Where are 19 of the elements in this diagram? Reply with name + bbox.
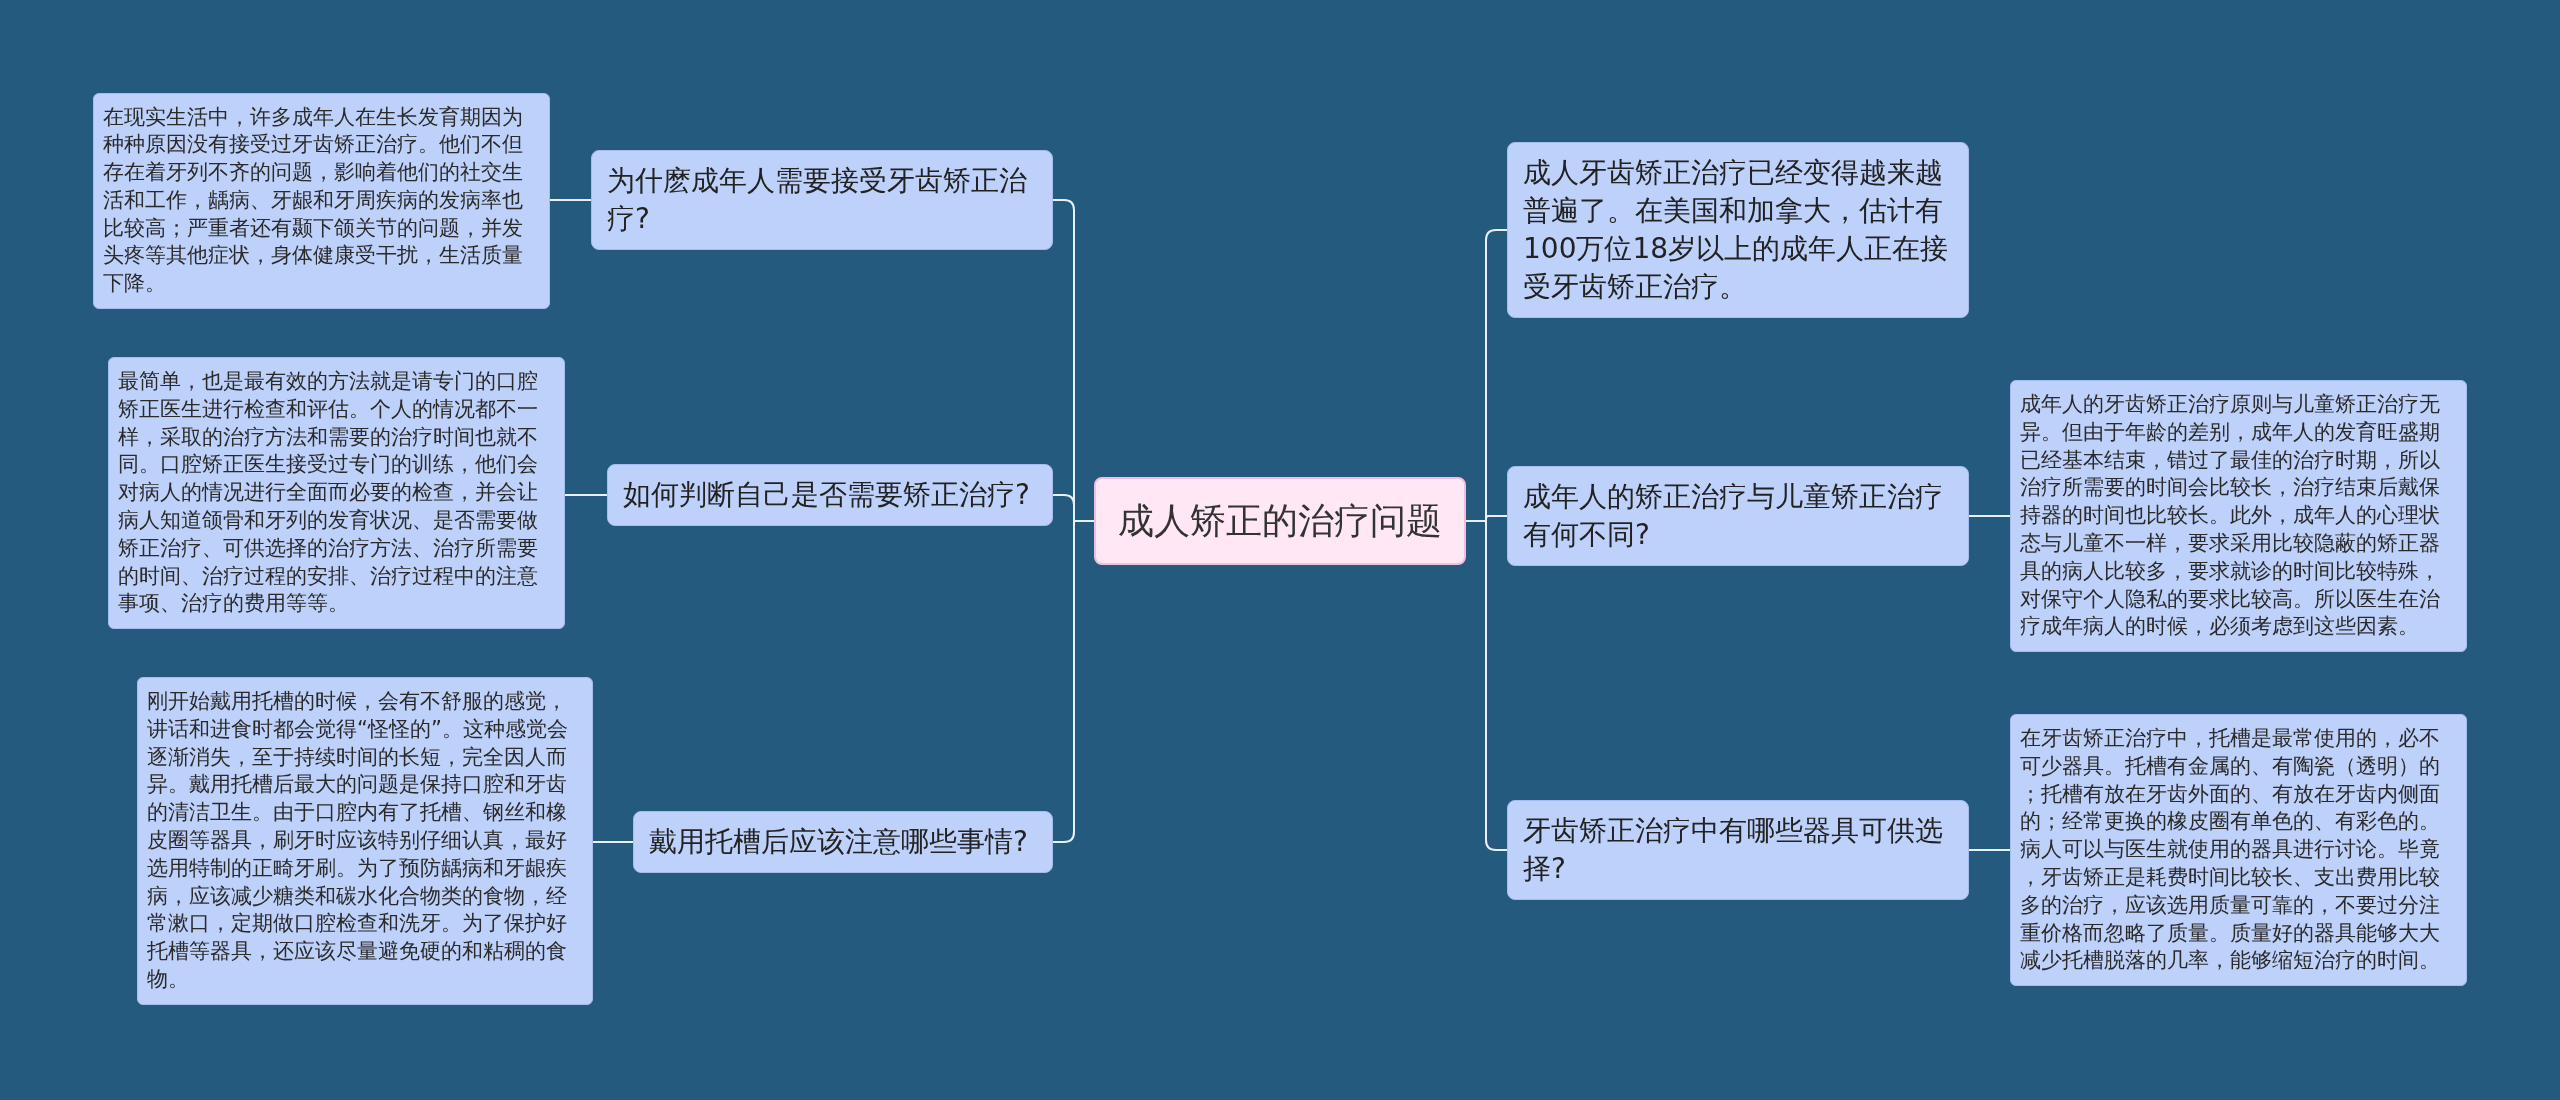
topic-box: 戴用托槽后应该注意哪些事情? [633, 811, 1053, 873]
note-box: 刚开始戴用托槽的时候，会有不舒服的感觉，讲话和进食时都会觉得“怪怪的”。这种感觉会逐渐消失，至于持续时间的长短，完全因人而异。戴用托槽后最大的问题是保持口腔和牙齿的清洁卫生。由于口腔内有了托槽、钢丝和橡皮圈等器具，刷牙时应该特别仔细认真，最好选用特制的正畸牙刷。为了预防龋病和牙龈疾病，应该减少糖类和碳水化合物类的食物，经常漱口，定期做口腔检查和洗牙。为了保护好托槽等器具，还应该尽量避免硬的和粘稠的食物。 [137, 677, 593, 1005]
connector-line [1968, 849, 2011, 851]
topic-box: 成人牙齿矫正治疗已经变得越来越普遍了。在美国和加拿大，估计有100万位18岁以上的成年人正在接受牙齿矫正治疗。 [1507, 142, 1969, 318]
topic-box: 为什麽成年人需要接受牙齿矫正治疗? [591, 150, 1053, 250]
note-box: 在牙齿矫正治疗中，托槽是最常使用的，必不可少器具。托槽有金属的、有陶瓷（透明）的；托槽有放在牙齿外面的、有放在牙齿内侧面的；经常更换的橡皮圈有单色的、有彩色的。病人可以与医生就使用的器具进行讨论。毕竟，牙齿矫正是耗费时间比较长、支出费用比较多的治疗，应该选用质量可靠的，不要过分注重价格而忽略了质量。质量好的器具能够大大减少托槽脱落的几率，能够缩短治疗的时间。 [2010, 714, 2467, 987]
note-box: 最简单，也是最有效的方法就是请专门的口腔矫正医生进行检查和评估。个人的情况都不一样，采取的治疗方法和需要的治疗时间也就不同。口腔矫正医生接受过专门的训练，他们会对病人的情况进行全面而必要的检查，并会让病人知道颌骨和牙列的发育状况、是否需要做矫正治疗、可供选择的治疗方法、治疗所需要的时间、治疗过程的安排、治疗过程中的注意事项、治疗的费用等等。 [108, 357, 565, 630]
connector-line [1465, 520, 1508, 851]
note-box: 成年人的牙齿矫正治疗原则与儿童矫正治疗无异。但由于年龄的差别，成年人的发育旺盛期已经基本结束，错过了最佳的治疗时期，所以治疗所需要的时间会比较长，治疗结束后戴保持器的时间也比较长。此外，成年人的心理状态与儿童不一样，要求采用比较隐蔽的矫正器具的病人比较多，要求就诊的时间比较特殊，对保守个人隐私的要求比较高。所以医生在治疗成年病人的时候，必须考虑到这些因素。 [2010, 380, 2467, 653]
central-topic-box: 成人矫正的治疗问题 [1094, 477, 1466, 565]
connector-line [549, 199, 592, 201]
connector-line [564, 494, 608, 496]
topic-box: 牙齿矫正治疗中有哪些器具可供选择? [1507, 800, 1969, 900]
connector-line [1052, 520, 1095, 843]
note-box: 在现实生活中，许多成年人在生长发育期因为种种原因没有接受过牙齿矫正治疗。他们不但存在着牙列不齐的问题，影响着他们的社交生活和工作，龋病、牙龈和牙周疾病的发病率也比较高；严重者还有颞下颌关节的问题，并发头疼等其他症状，身体健康受干扰，生活质量下降。 [93, 92, 550, 310]
connector-line [592, 841, 634, 843]
topic-box: 成年人的矫正治疗与儿童矫正治疗有何不同? [1507, 466, 1969, 566]
topic-box: 如何判断自己是否需要矫正治疗? [607, 464, 1053, 526]
connector-line [1968, 515, 2011, 517]
